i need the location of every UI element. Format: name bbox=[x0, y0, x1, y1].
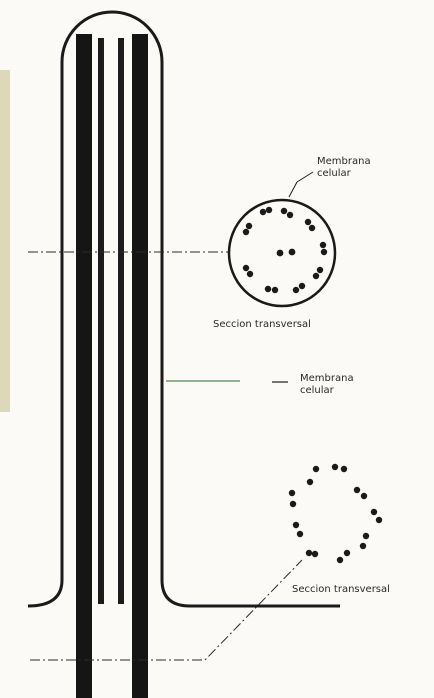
central-microtubule-right bbox=[118, 38, 124, 604]
section-bottom-label: Seccion transversal bbox=[292, 584, 390, 595]
membrane-mid-label-line1: Membrana bbox=[300, 373, 354, 384]
section-top-label: Seccion transversal bbox=[213, 319, 311, 330]
outer-microtubule-left bbox=[76, 34, 92, 698]
central-microtubule-left bbox=[98, 38, 104, 604]
membrane-top-label-line1: Membrana bbox=[317, 156, 371, 167]
outer-microtubule-right bbox=[132, 34, 148, 698]
membrane-top-label-line2: celular bbox=[317, 168, 352, 179]
membrane-mid-label-line2: celular bbox=[300, 385, 335, 396]
left-edge-strip bbox=[0, 70, 10, 412]
